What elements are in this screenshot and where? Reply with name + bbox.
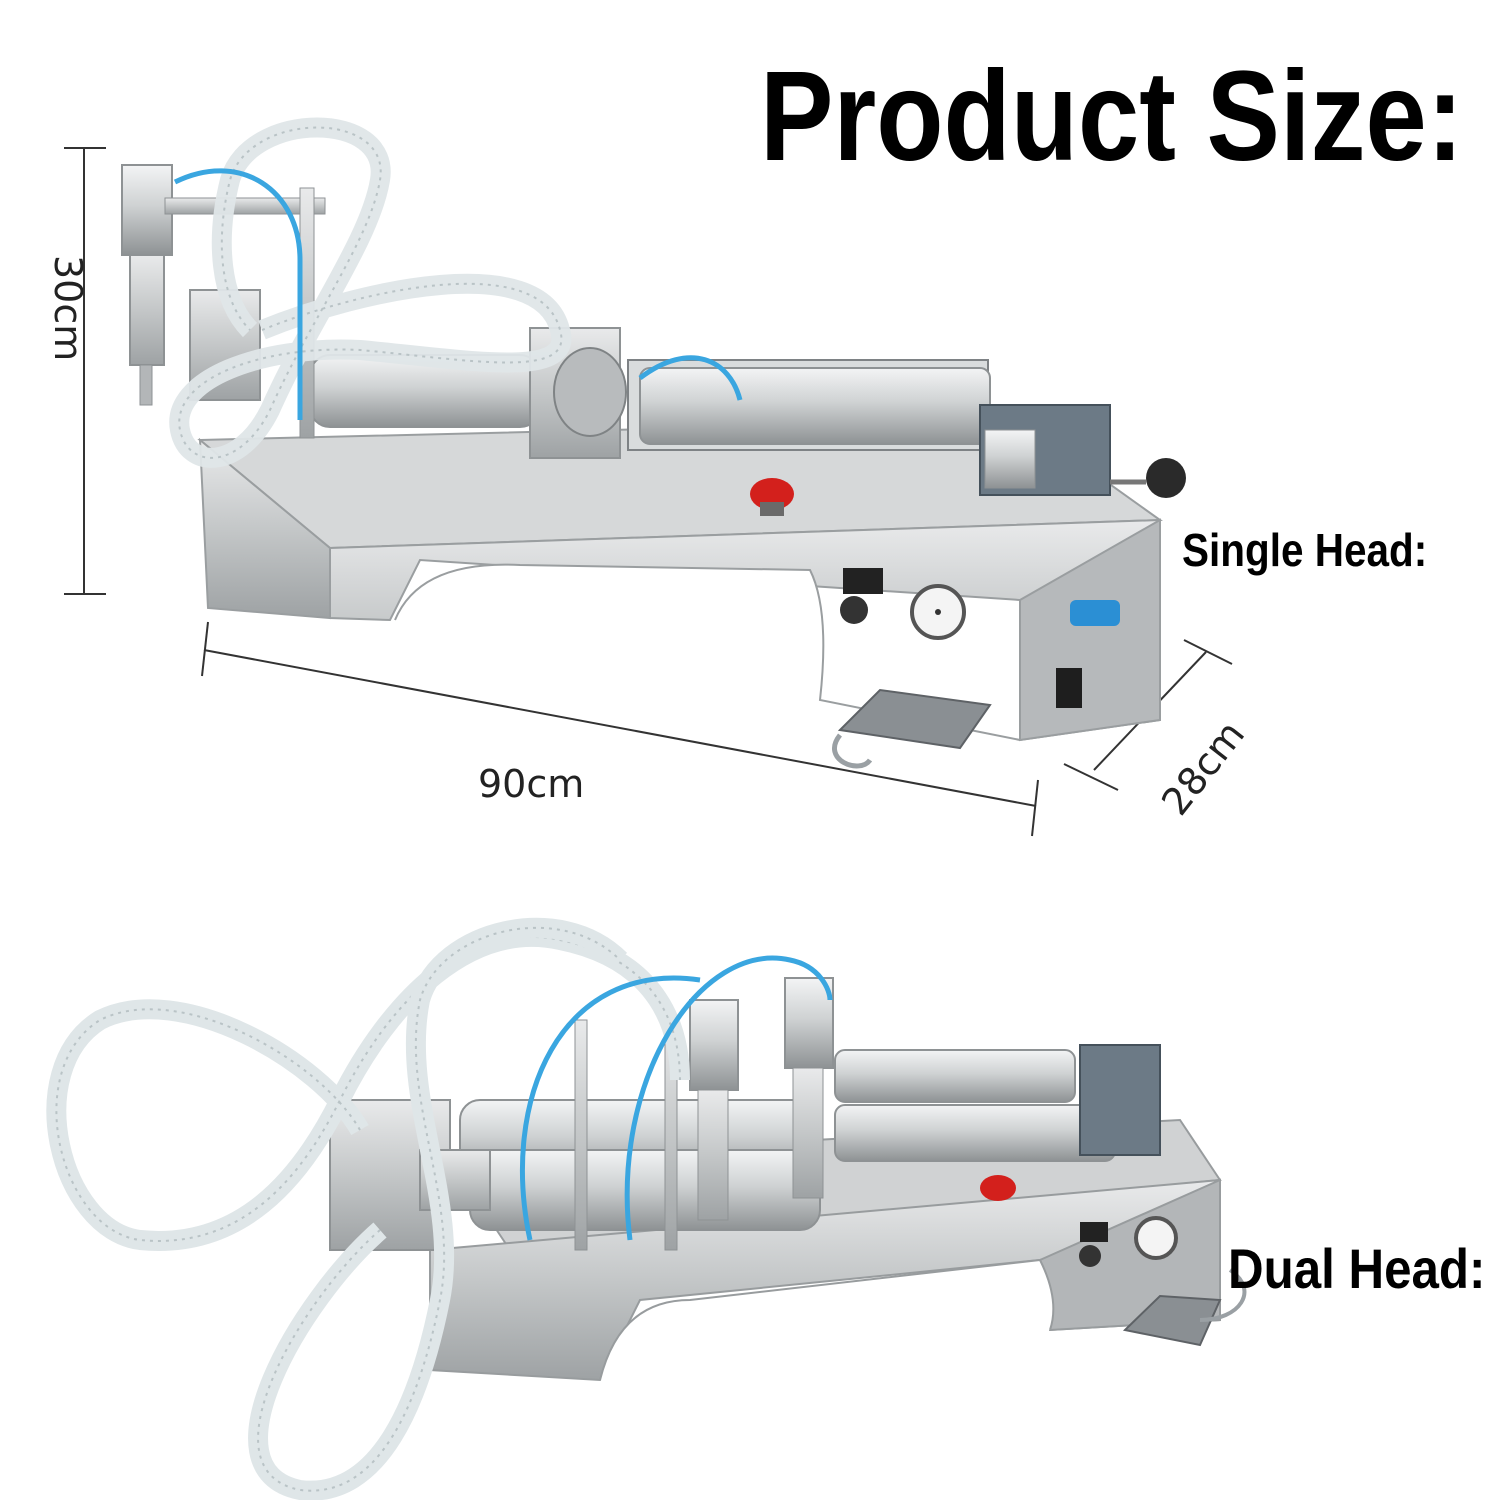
dual-head-label: Dual Head:	[1228, 1237, 1486, 1300]
page-title: Product Size:	[760, 45, 1464, 188]
width-dimension-label: 90cm	[478, 762, 585, 806]
single-head-label: Single Head:	[1182, 524, 1428, 576]
